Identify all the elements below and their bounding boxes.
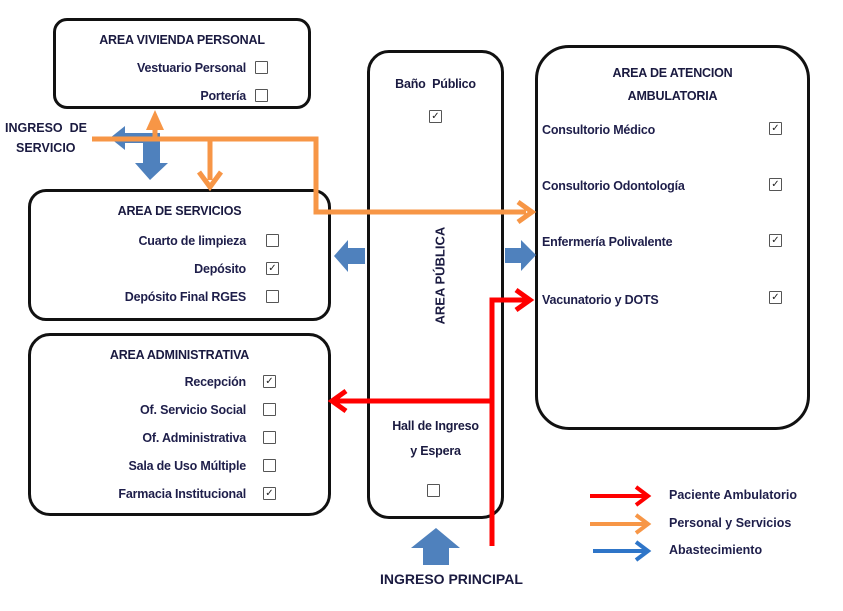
item-label: Enfermería Polivalente	[542, 235, 673, 249]
area-servicios: AREA DE SERVICIOS Cuarto de limpieza Dep…	[28, 189, 331, 321]
area-atencion-ambulatoria: AREA DE ATENCION AMBULATORIA Consultorio…	[535, 45, 810, 430]
checkbox-bano-publico[interactable]: ✓	[429, 110, 442, 123]
checkbox-vestuario-personal[interactable]	[255, 61, 268, 74]
item-label: Sala de Uso Múltiple	[128, 459, 246, 473]
legend-arrow-patient-head	[634, 485, 652, 507]
staff-arrowhead-servicios	[196, 170, 224, 192]
checkbox-hall-ingreso[interactable]	[427, 484, 440, 497]
ingreso-principal-label: INGRESO PRINCIPAL	[380, 571, 523, 587]
check-mark-icon: ✓	[431, 111, 440, 122]
item-label: Of. Servicio Social	[140, 403, 246, 417]
patient-arrowhead-administrativa	[327, 388, 348, 414]
item-label: Cuarto de limpieza	[138, 234, 246, 248]
staff-arrowhead-vivienda	[146, 110, 164, 130]
supply-arrow-service-entrance	[110, 126, 168, 180]
item-label: Portería	[200, 89, 246, 103]
item-label: Consultorio Odontología	[542, 179, 685, 193]
main-entrance-arrow	[411, 528, 460, 565]
item-label: Vacunatorio y DOTS	[542, 293, 659, 307]
legend-label-supply: Abastecimiento	[669, 543, 763, 557]
checkbox-farmacia-institucional[interactable]: ✓	[263, 487, 276, 500]
item-label: Consultorio Médico	[542, 123, 656, 137]
hall-ingreso-label-line2: y Espera	[410, 444, 461, 458]
area-publica: Baño Público ✓ Hall de Ingreso y Espera	[367, 50, 504, 519]
item-label: Depósito	[194, 262, 246, 276]
checkbox-deposito[interactable]: ✓	[266, 262, 279, 275]
check-mark-icon: ✓	[268, 263, 277, 274]
check-mark-icon: ✓	[265, 376, 274, 387]
area-vivienda-personal: AREA VIVIENDA PERSONAL Vestuario Persona…	[53, 18, 311, 109]
check-mark-icon: ✓	[771, 235, 780, 246]
checkbox-enfermeria-polivalente[interactable]: ✓	[769, 234, 782, 247]
legend-label-patient: Paciente Ambulatorio	[669, 488, 798, 502]
area-servicios-title: AREA DE SERVICIOS	[117, 204, 242, 218]
checkbox-deposito-final-rges[interactable]	[266, 290, 279, 303]
item-label: Farmacia Institucional	[118, 487, 246, 501]
checkbox-consultorio-odontologia[interactable]: ✓	[769, 178, 782, 191]
checkbox-porteria[interactable]	[255, 89, 268, 102]
checkbox-of-administrativa[interactable]	[263, 431, 276, 444]
checkbox-vacunatorio-dots[interactable]: ✓	[769, 291, 782, 304]
supply-arrow-to-ambulatoria	[505, 240, 536, 271]
area-publica-title: AREA PÚBLICA	[432, 226, 448, 325]
item-label: Of. Administrativa	[142, 431, 246, 445]
area-administrativa-title: AREA ADMINISTRATIVA	[109, 348, 250, 362]
area-ambulatoria-title-line1: AREA DE ATENCION	[612, 66, 733, 80]
patient-arrowhead-ambulatoria	[514, 287, 535, 313]
legend-arrow-supply-head	[634, 540, 652, 562]
checkbox-sala-uso-multiple[interactable]	[263, 459, 276, 472]
legend-label-staff: Personal y Servicios	[669, 516, 792, 530]
checkbox-consultorio-medico[interactable]: ✓	[769, 122, 782, 135]
checkbox-of-servicio-social[interactable]	[263, 403, 276, 416]
area-ambulatoria-title-line2: AMBULATORIA	[627, 89, 718, 103]
ingreso-servicio-line1: INGRESO DE	[5, 121, 87, 135]
check-mark-icon: ✓	[265, 488, 274, 499]
item-label: Depósito Final RGES	[124, 290, 246, 304]
ingreso-servicio-line2: SERVICIO	[16, 141, 76, 155]
check-mark-icon: ✓	[771, 179, 780, 190]
check-mark-icon: ✓	[771, 292, 780, 303]
area-administrativa: AREA ADMINISTRATIVA Recepción ✓ Of. Serv…	[28, 333, 331, 516]
legend-arrow-staff-head	[634, 513, 652, 535]
item-label: Vestuario Personal	[137, 61, 246, 75]
item-label: Recepción	[184, 375, 247, 389]
staff-arrowhead-ambulatoria	[516, 199, 537, 225]
check-mark-icon: ✓	[771, 123, 780, 134]
supply-arrow-to-servicios	[334, 240, 365, 272]
area-vivienda-title: AREA VIVIENDA PERSONAL	[99, 33, 265, 47]
supply-bent-arrow	[110, 126, 168, 180]
legend-arrows	[590, 485, 652, 562]
hall-ingreso-label-line1: Hall de Ingreso	[392, 419, 479, 433]
checkbox-cuarto-limpieza[interactable]	[266, 234, 279, 247]
checkbox-recepcion[interactable]: ✓	[263, 375, 276, 388]
bano-publico-label: Baño Público	[395, 77, 476, 91]
